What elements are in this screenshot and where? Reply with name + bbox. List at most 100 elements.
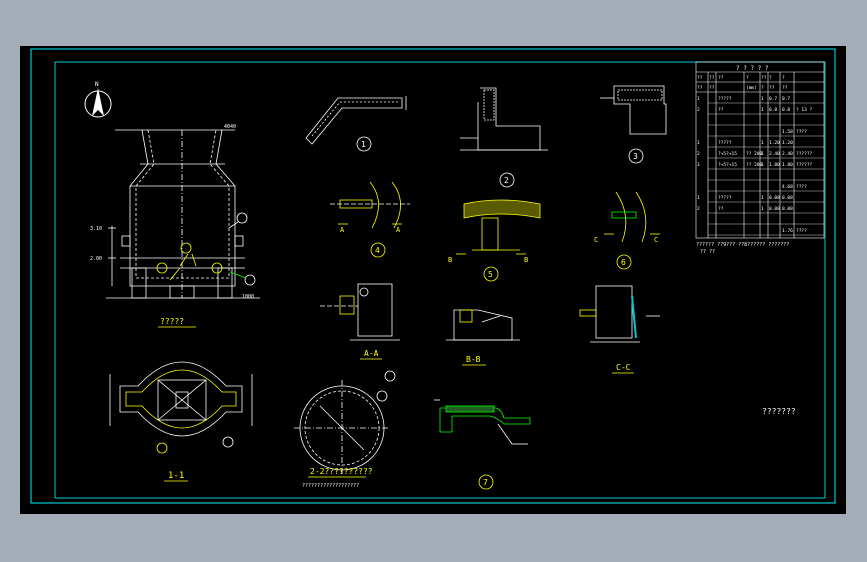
detail-5-b-left: B: [448, 256, 452, 264]
outer-frame: [30, 48, 836, 504]
cad-drawing: N 4040 3.10 2.00 1000 ?????: [30, 48, 836, 504]
table-header-cell: ?: [761, 85, 764, 91]
table-header-cell: ??: [709, 85, 715, 91]
table-cell: ?????: [718, 96, 732, 102]
table-cell: 1: [761, 107, 764, 113]
table-cell: 1: [697, 140, 700, 146]
section-b-b-title: B-B: [466, 355, 481, 364]
section-a-a-title: A-A: [364, 349, 379, 358]
detail-6-c-right: C: [654, 236, 658, 244]
table-cell: 1: [761, 195, 764, 201]
section-c-c-title: C-C: [616, 363, 631, 372]
table-cell: 1.76: [782, 228, 793, 234]
detail-2: [460, 87, 548, 188]
detail-7-number: 7: [483, 478, 488, 487]
table-cell: ? 13 ?: [796, 107, 813, 113]
table-cell: 1: [697, 96, 700, 102]
table-cell: 1.20: [782, 140, 793, 146]
table-cell: 2: [697, 151, 700, 157]
table-header-cell: ??: [709, 75, 715, 81]
table-header-cell: ?: [746, 75, 749, 81]
table-cell: 1.20: [769, 140, 780, 146]
table-header-cell: ??: [697, 85, 703, 91]
north-arrow-icon: N: [84, 81, 112, 118]
elevation-view: [106, 129, 260, 299]
detail-4-a-right: A: [396, 226, 401, 234]
table-cell: 1.58: [782, 129, 793, 135]
table-cell: ??: [718, 107, 724, 113]
table-header-cell: ??: [769, 85, 775, 91]
table-header-cell: ??: [782, 85, 788, 91]
table-cell: ?? 200: [746, 151, 763, 157]
table-header-cell: ??: [718, 75, 724, 81]
table-cell: 1: [761, 162, 764, 168]
detail-3: [600, 85, 667, 164]
right-note: ???????: [762, 407, 796, 416]
plan-1-1-title: 1-1: [168, 471, 184, 481]
table-cell: 3: [697, 162, 700, 168]
table-header-cell: ??: [761, 75, 767, 81]
detail-6: [604, 191, 660, 270]
table-cell: 4.68: [782, 184, 793, 190]
section-b-b: [446, 309, 520, 341]
detail-4-a-left: A: [340, 226, 345, 234]
plan-1-1: [109, 361, 253, 454]
table-note-1: ?????? ??9??? ??8?????? ???????: [696, 242, 789, 248]
detail-1-number: 1: [361, 140, 366, 149]
detail-6-number: 6: [621, 258, 626, 267]
table-cell: 0.8: [782, 107, 790, 113]
table-note-2: ?? ??: [700, 249, 715, 255]
table-cell: 0.08: [769, 206, 780, 212]
plan-2-2: [294, 370, 396, 476]
detail-3-number: 3: [633, 152, 638, 161]
detail-5-b-right: B: [524, 256, 528, 264]
table-cell: ??????: [796, 151, 813, 157]
elevation-dim-b: 2.00: [90, 256, 102, 262]
elevation-top-dim: 4040: [224, 124, 236, 130]
table-cell: 1: [761, 151, 764, 157]
table-cell: ??????: [796, 162, 813, 168]
table-cell: 0.7: [782, 96, 790, 102]
table-cell: 1: [697, 195, 700, 201]
table-header-cell: ?: [769, 75, 772, 81]
table-cell: 2: [697, 107, 700, 113]
table-cell: ?+5?+15: [718, 162, 737, 168]
table-cell: ?? 200: [746, 162, 763, 168]
cad-drawing-viewport[interactable]: N 4040 3.10 2.00 1000 ?????: [20, 46, 846, 514]
elevation-title: ?????: [160, 317, 184, 326]
plan-2-2-note: ???????????????????: [302, 483, 359, 489]
table-cell: 2.40: [782, 151, 793, 157]
svg-text:N: N: [95, 81, 99, 88]
section-a-a: [320, 283, 400, 341]
table-cell: 2.40: [769, 151, 780, 157]
plan-2-2-title: 2-2??????????: [310, 467, 373, 476]
inner-frame: [54, 61, 826, 499]
detail-4-number: 4: [375, 246, 380, 255]
table-cell: ??: [718, 206, 724, 212]
elevation-foot-dim: 1000: [242, 294, 254, 300]
detail-6-c-left: C: [594, 236, 598, 244]
table-header-cell: ?: [782, 75, 785, 81]
table-cell: ????: [796, 228, 807, 234]
table-cell: 1.80: [782, 162, 793, 168]
table-cell: 0.08: [769, 195, 780, 201]
table-cell: 1.80: [769, 162, 780, 168]
table-header-cell: (mm): [746, 85, 757, 91]
detail-5-number: 5: [488, 270, 493, 279]
table-cell: 1: [761, 206, 764, 212]
table-cell: 0.8: [769, 107, 777, 113]
elevation-dim-a: 3.10: [90, 226, 102, 232]
table-cell: ?????: [718, 195, 732, 201]
table-cell: 2: [697, 206, 700, 212]
table-cell: ????: [796, 129, 807, 135]
table-header-cell: ??: [697, 75, 703, 81]
table-cell: 0.08: [782, 206, 793, 212]
detail-5: [456, 199, 541, 282]
table-cell: 0.08: [782, 195, 793, 201]
table-title: ? ? ? ? ?: [736, 65, 769, 72]
table-cell: ?????: [718, 140, 732, 146]
material-table: [695, 61, 825, 239]
table-cell: ?+5?+15: [718, 151, 737, 157]
table-cell: 1: [761, 96, 764, 102]
